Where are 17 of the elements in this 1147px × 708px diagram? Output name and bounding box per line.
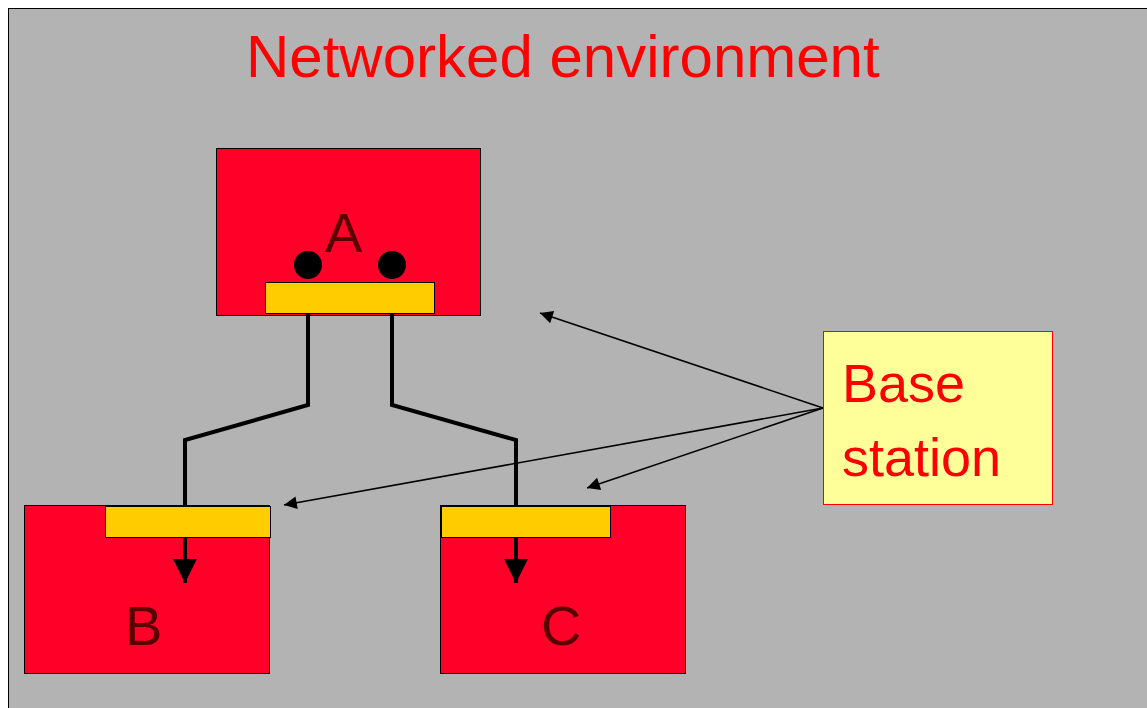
callout-text: Base station [842, 352, 1003, 489]
title: Networked environment [246, 22, 880, 92]
callout-box [823, 331, 1053, 505]
base-station-bar [265, 282, 435, 314]
base-station-bar [105, 506, 271, 538]
device-label: C [541, 594, 582, 658]
device-box [24, 505, 270, 674]
pointer-arrow [539, 311, 824, 409]
device-box [440, 505, 686, 674]
base-station-bar [441, 506, 611, 538]
pointer-arrow [283, 407, 824, 510]
device-box [216, 148, 481, 316]
pointer-arrow [586, 407, 824, 490]
device-label: A [325, 201, 363, 265]
link-arrow [173, 313, 310, 583]
device-label: B [125, 594, 163, 658]
link-arrow [390, 313, 528, 583]
